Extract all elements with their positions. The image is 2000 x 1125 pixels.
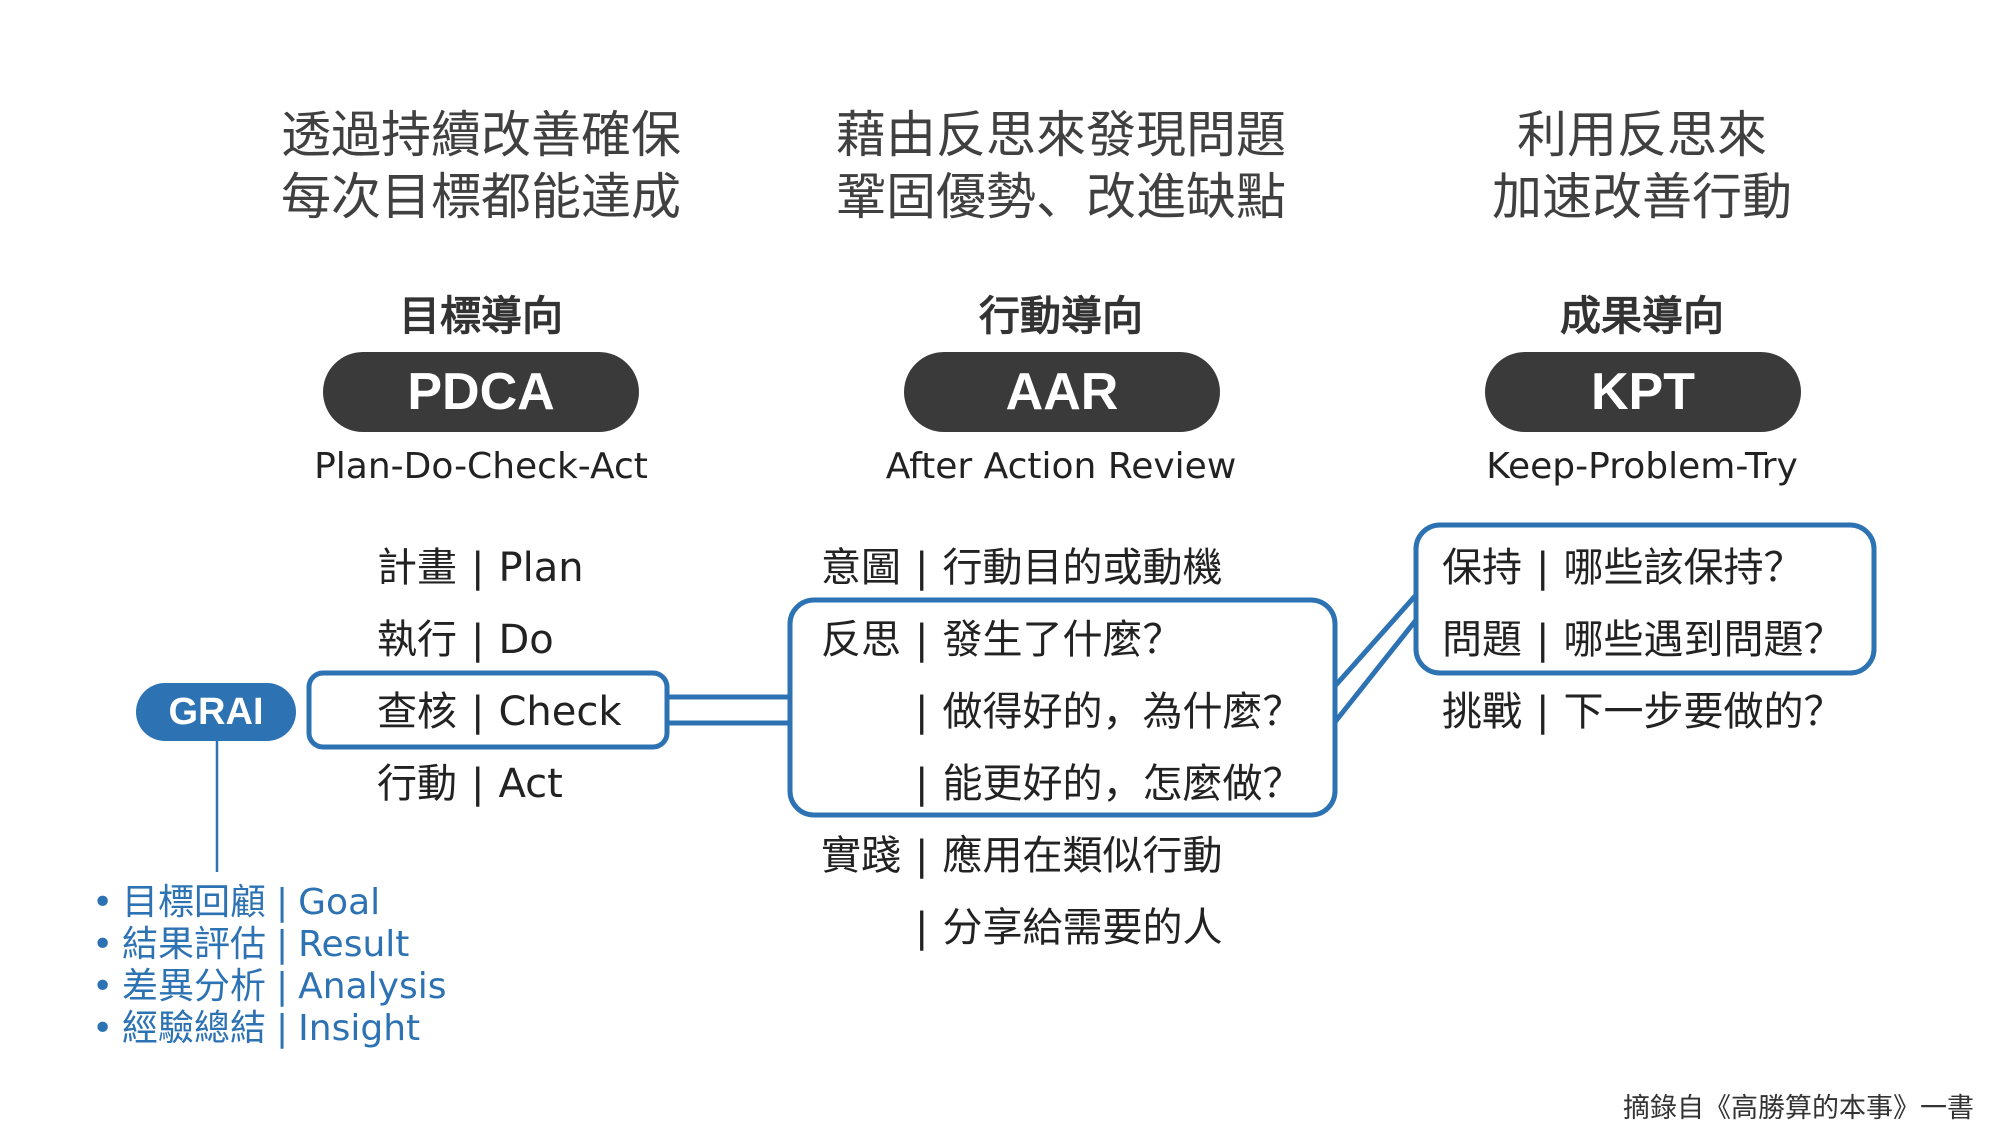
row-separator: | xyxy=(1536,617,1550,663)
tagline-line: 利用反思來 xyxy=(1517,106,1767,164)
row-separator: | xyxy=(915,761,929,807)
aar-row-share: | 分享給需要的人 xyxy=(821,903,1222,953)
row-separator: | xyxy=(915,689,929,735)
aar-method-pill: AAR xyxy=(904,352,1220,432)
reflection-highlight-box xyxy=(787,597,1338,818)
row-en: 下一步要做的？ xyxy=(1563,689,1844,735)
grai-item-insight: •經驗總結|Insight xyxy=(92,1008,420,1050)
row-en: Check xyxy=(498,689,622,735)
grai-item-en: Result xyxy=(298,924,410,965)
pdca-full-name: Plan-Do-Check-Act xyxy=(314,446,648,487)
row-en: Do xyxy=(498,617,554,663)
kpt-full-name: Keep-Problem-Try xyxy=(1486,446,1798,487)
tagline-line: 加速改善行動 xyxy=(1492,168,1792,226)
row-separator: | xyxy=(276,924,289,965)
aar-row-intent: 意圖 | 行動目的或動機 xyxy=(821,543,1222,593)
grai-item-zh: 差異分析 xyxy=(122,966,267,1007)
row-separator: | xyxy=(276,882,289,923)
row-separator: | xyxy=(471,617,485,663)
pdca-orientation-heading: 目標導向 xyxy=(399,292,563,340)
bullet: • xyxy=(92,1008,114,1049)
row-zh: 保持 xyxy=(1442,545,1522,591)
reflection-to-kpt-connector xyxy=(1333,593,1418,724)
row-en: Plan xyxy=(498,545,584,591)
pdca-method-pill: PDCA xyxy=(323,352,639,432)
kpt-highlight-box xyxy=(1413,522,1877,676)
kpt-row-try: 挑戰 | 下一步要做的？ xyxy=(1442,687,1843,737)
aar-row-practice: 實踐 | 應用在類似行動 xyxy=(821,831,1222,881)
aar-full-name: After Action Review xyxy=(885,446,1237,487)
bullet: • xyxy=(92,924,114,965)
row-zh: 挑戰 xyxy=(1442,689,1522,735)
row-separator: | xyxy=(1536,689,1550,735)
tagline-line: 鞏固優勢、改進缺點 xyxy=(836,168,1286,226)
row-zh: 實踐 xyxy=(821,833,901,879)
bullet: • xyxy=(92,966,114,1007)
row-en: 哪些該保持？ xyxy=(1563,545,1804,591)
tagline-line: 每次目標都能達成 xyxy=(281,168,681,226)
row-en: 行動目的或動機 xyxy=(942,545,1223,591)
row-zh: 反思 xyxy=(821,617,901,663)
kpt-orientation-heading: 成果導向 xyxy=(1560,292,1724,340)
pdca-row-act: 行動 | Act xyxy=(377,759,563,809)
row-zh: 行動 xyxy=(377,761,457,807)
row-separator: | xyxy=(915,905,929,951)
check-to-reflection-connector xyxy=(667,694,790,726)
grai-item-result: •結果評估|Result xyxy=(92,924,409,966)
row-zh: 執行 xyxy=(377,617,457,663)
pdca-row-check: 查核 | Check xyxy=(377,687,622,737)
row-zh: 問題 xyxy=(1442,617,1522,663)
grai-pill: GRAI xyxy=(136,683,296,741)
tagline-line: 藉由反思來發現問題 xyxy=(836,106,1286,164)
kpt-tagline: 利用反思來 加速改善行動 xyxy=(1362,104,1922,228)
pdca-row-plan: 計畫 | Plan xyxy=(377,543,584,593)
grai-item-en: Insight xyxy=(298,1008,421,1049)
row-en: 應用在類似行動 xyxy=(942,833,1223,879)
aar-row-reflect-better: | 能更好的，怎麼做？ xyxy=(821,759,1302,809)
row-en: 能更好的，怎麼做？ xyxy=(942,761,1303,807)
row-separator: | xyxy=(471,545,485,591)
aar-row-reflect-good: | 做得好的，為什麼？ xyxy=(821,687,1302,737)
row-separator: | xyxy=(276,966,289,1007)
row-en: Act xyxy=(498,761,563,807)
row-separator: | xyxy=(915,545,929,591)
row-en: 哪些遇到問題？ xyxy=(1563,617,1844,663)
row-en: 做得好的，為什麼？ xyxy=(942,689,1303,735)
kpt-row-keep: 保持 | 哪些該保持？ xyxy=(1442,543,1803,593)
row-separator: | xyxy=(915,833,929,879)
row-separator: | xyxy=(276,1008,289,1049)
kpt-method-pill: KPT xyxy=(1485,352,1801,432)
pdca-row-do: 執行 | Do xyxy=(377,615,554,665)
bullet: • xyxy=(92,882,114,923)
aar-row-reflect: 反思 | 發生了什麼？ xyxy=(821,615,1182,665)
grai-item-en: Analysis xyxy=(298,966,447,1007)
grai-item-analysis: •差異分析|Analysis xyxy=(92,966,446,1008)
row-separator: | xyxy=(471,689,485,735)
row-separator: | xyxy=(471,761,485,807)
row-separator: | xyxy=(1536,545,1550,591)
grai-item-en: Goal xyxy=(298,882,381,923)
pdca-tagline: 透過持續改善確保 每次目標都能達成 xyxy=(201,104,761,228)
row-zh: 計畫 xyxy=(377,545,457,591)
grai-item-goal: •目標回顧|Goal xyxy=(92,882,380,924)
row-separator: | xyxy=(915,617,929,663)
check-highlight-box xyxy=(306,670,670,750)
source-note: 摘錄自《高勝算的本事》一書 xyxy=(1623,1093,1974,1124)
aar-tagline: 藉由反思來發現問題 鞏固優勢、改進缺點 xyxy=(781,104,1341,228)
row-zh: 查核 xyxy=(377,689,457,735)
grai-item-zh: 結果評估 xyxy=(122,924,267,965)
row-en: 發生了什麼？ xyxy=(942,617,1183,663)
row-zh: 意圖 xyxy=(821,545,901,591)
row-en: 分享給需要的人 xyxy=(942,905,1223,951)
kpt-row-problem: 問題 | 哪些遇到問題？ xyxy=(1442,615,1843,665)
aar-orientation-heading: 行動導向 xyxy=(979,292,1143,340)
grai-item-zh: 經驗總結 xyxy=(122,1008,267,1049)
grai-item-zh: 目標回顧 xyxy=(122,882,267,923)
tagline-line: 透過持續改善確保 xyxy=(281,106,681,164)
